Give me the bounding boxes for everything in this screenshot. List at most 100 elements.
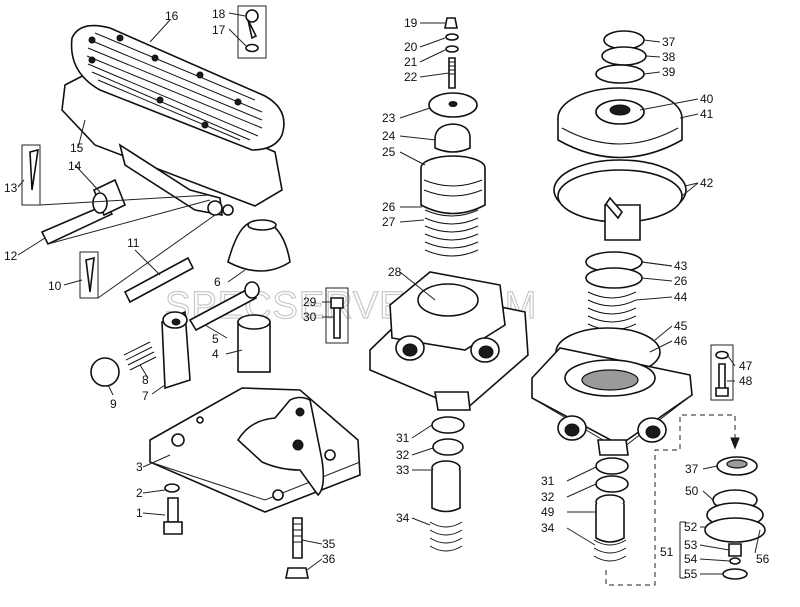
detail-arrow xyxy=(730,437,740,450)
callout-55: 55 xyxy=(684,567,698,581)
callout-9: 9 xyxy=(110,397,117,411)
callout-45: 45 xyxy=(674,319,688,333)
callout-47: 47 xyxy=(739,359,753,373)
disc-55 xyxy=(722,568,748,580)
callout-numbers: 1 2 3 4 5 6 7 8 9 10 11 12 13 14 15 16 1… xyxy=(4,7,770,581)
seat-53 xyxy=(728,543,742,557)
callout-34-right: 34 xyxy=(541,521,555,535)
ball-9 xyxy=(90,357,120,387)
callout-15: 15 xyxy=(70,141,84,155)
callout-16: 16 xyxy=(165,9,179,23)
callout-10: 10 xyxy=(48,279,62,293)
ring-31 xyxy=(431,416,465,434)
valve-body-46 xyxy=(531,347,693,456)
callout-44: 44 xyxy=(674,290,688,304)
spring-26-27 xyxy=(424,209,479,257)
callout-39: 39 xyxy=(662,65,676,79)
spring-34-right xyxy=(593,539,627,562)
callout-box-47-48 xyxy=(710,344,734,401)
callout-30: 30 xyxy=(303,310,317,324)
detail-leader-dashed xyxy=(605,414,736,586)
piston-24 xyxy=(434,123,471,153)
callout-32: 32 xyxy=(396,448,410,462)
callout-21: 21 xyxy=(404,55,418,69)
washer-47 xyxy=(715,350,729,360)
callout-31-right: 31 xyxy=(541,474,555,488)
callout-53: 53 xyxy=(684,538,698,552)
leader-lines xyxy=(17,12,761,575)
callout-3: 3 xyxy=(136,460,143,474)
callout-19: 19 xyxy=(404,16,418,30)
callout-56: 56 xyxy=(756,552,770,566)
callout-26: 26 xyxy=(382,200,396,214)
cotter-pin-10 xyxy=(85,256,95,293)
spring-54 xyxy=(729,557,741,565)
callout-40: 40 xyxy=(700,92,714,106)
pedal-assembly xyxy=(61,24,285,216)
valve-body-28 xyxy=(369,271,529,411)
seal-38 xyxy=(601,46,647,66)
nut-19 xyxy=(444,17,458,29)
callout-49: 49 xyxy=(541,505,555,519)
bolt-head-29 xyxy=(330,297,344,309)
callout-18: 18 xyxy=(212,7,226,21)
ring-31-right xyxy=(595,457,629,475)
bracket-51 xyxy=(679,521,686,579)
callout-24: 24 xyxy=(382,129,396,143)
callout-25: 25 xyxy=(382,145,396,159)
callout-38: 38 xyxy=(662,50,676,64)
callout-41: 41 xyxy=(700,107,714,121)
callout-33: 33 xyxy=(396,463,410,477)
callout-31: 31 xyxy=(396,431,410,445)
callout-6: 6 xyxy=(214,275,221,289)
callout-box-10 xyxy=(79,251,99,299)
spring-26-right xyxy=(585,267,643,289)
callout-26-right: 26 xyxy=(674,274,688,288)
washer-2 xyxy=(164,483,180,493)
callout-22: 22 xyxy=(404,70,418,84)
callout-37: 37 xyxy=(662,35,676,49)
callout-37-detail: 37 xyxy=(685,462,699,476)
seal-32-right xyxy=(595,475,629,493)
plunger-49 xyxy=(595,504,625,543)
callout-36: 36 xyxy=(322,552,336,566)
washer-17 xyxy=(245,43,259,53)
callout-7: 7 xyxy=(142,389,149,403)
mounting-plate-3 xyxy=(149,387,361,513)
bolt-48 xyxy=(718,363,726,391)
spring-34 xyxy=(429,521,463,552)
callout-box-17-18 xyxy=(237,5,267,59)
cotter-pin-13 xyxy=(29,148,39,191)
callout-23: 23 xyxy=(382,111,396,125)
callout-17: 17 xyxy=(212,23,226,37)
callout-13: 13 xyxy=(4,181,18,195)
callout-50: 50 xyxy=(685,484,699,498)
pedal-support-bracket xyxy=(236,396,325,497)
screw-18 xyxy=(245,9,259,40)
callout-4: 4 xyxy=(212,347,219,361)
callout-20: 20 xyxy=(404,40,418,54)
ring-39 xyxy=(595,64,645,84)
callout-48: 48 xyxy=(739,374,753,388)
callout-29: 29 xyxy=(303,295,317,309)
pedal-bracket xyxy=(118,143,223,216)
callout-46: 46 xyxy=(674,334,688,348)
push-rod-5 xyxy=(188,286,258,332)
callout-1: 1 xyxy=(136,506,143,520)
bolt-30 xyxy=(333,307,341,339)
callout-54: 54 xyxy=(684,552,698,566)
callout-14: 14 xyxy=(68,159,82,173)
callout-12: 12 xyxy=(4,249,18,263)
callout-34: 34 xyxy=(396,511,410,525)
dust-boot-6 xyxy=(227,221,291,272)
piston-40-41 xyxy=(557,87,683,159)
spring-44 xyxy=(587,291,637,331)
callout-27: 27 xyxy=(382,215,396,229)
callout-2: 2 xyxy=(136,486,143,500)
ring-56 xyxy=(704,517,766,543)
spring-8 xyxy=(123,341,157,371)
callout-11: 11 xyxy=(127,236,140,250)
nut-36 xyxy=(285,567,309,579)
